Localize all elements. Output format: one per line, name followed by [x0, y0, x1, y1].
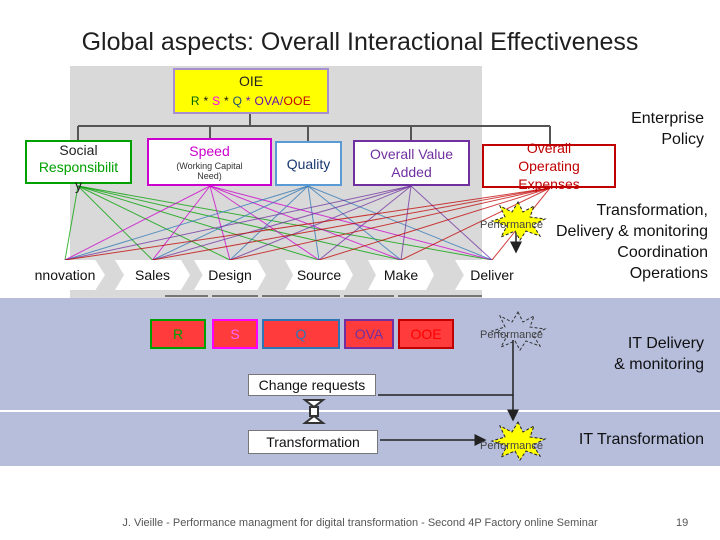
ooe-line-1: Overall — [526, 140, 572, 156]
factor-process-link — [77, 185, 153, 261]
speed-sub-1: (Working Capital — [176, 161, 243, 171]
factor-process-link — [209, 185, 402, 261]
enterprise-policy-line-1: Enterprise — [631, 110, 704, 127]
bidirectional-arrow — [302, 399, 326, 424]
ooe-line-2: Operating — [518, 158, 580, 174]
oie-formula-part: R — [190, 94, 200, 108]
factor-process-link — [229, 185, 309, 261]
process-step-source: Source — [285, 260, 353, 290]
quality-box: Quality — [275, 141, 342, 186]
performance-burst-icon-2 — [490, 420, 547, 461]
factor-process-link — [152, 185, 309, 261]
factor-process-link — [229, 187, 551, 261]
kpi-q: Q — [262, 319, 340, 349]
it-delivery-label: IT Delivery & monitoring — [560, 333, 704, 375]
factor-process-link — [64, 185, 412, 261]
enterprise-policy-line-2: Policy — [661, 131, 704, 148]
oie-box: OIE R * S * Q * OVA/OOE — [173, 68, 329, 114]
enterprise-policy-label: Enterprise Policy — [560, 108, 704, 150]
speed-box: Speed (Working Capital Need) — [147, 138, 272, 186]
transformation-line-4: Operations — [629, 265, 708, 282]
factor-process-link — [318, 187, 551, 261]
transformation-line-2: Delivery & monitoring — [555, 223, 708, 240]
factor-process-link — [64, 185, 79, 261]
performance-label-1: Performance — [480, 219, 543, 231]
factor-process-link — [307, 185, 493, 261]
transformation-line-1: Transformation, — [596, 202, 708, 219]
social-line-1: Social — [59, 142, 98, 158]
factor-process-link — [77, 185, 231, 261]
transformation-line-3: Coordination — [617, 244, 708, 261]
factor-process-link — [209, 185, 493, 261]
social-line-2: Responsibilit — [38, 159, 119, 175]
oie-formula-part: * OVA/ — [242, 94, 284, 108]
factor-process-link — [318, 185, 412, 261]
factor-process-link — [64, 185, 211, 261]
it-delivery-line-2: & monitoring — [614, 356, 704, 373]
ooe-line-3: Expenses — [518, 176, 580, 192]
performance-outline-icon — [490, 310, 547, 351]
speed-label: Speed — [189, 143, 230, 159]
process-step-sales: Sales — [115, 260, 190, 290]
ova-line-1: Overall Value — [369, 146, 453, 162]
process-step-deliver: Deliver — [455, 260, 529, 290]
oie-formula: R * S * Q * OVA/OOE — [191, 94, 311, 108]
speed-sub-2: Need) — [197, 171, 222, 181]
transformation-delivery-label: Transformation, Delivery & monitoring Co… — [520, 200, 708, 284]
social-responsibility-box: Social Responsibilit y — [25, 140, 132, 193]
performance-burst-icon — [490, 200, 547, 241]
oie-label: OIE — [238, 73, 264, 89]
factor-process-link — [77, 185, 320, 261]
factor-process-link — [64, 185, 309, 261]
ova-line-2: Added — [391, 164, 432, 180]
overall-operating-expenses-box: Overall Operating Expenses — [482, 140, 616, 192]
factor-process-link — [209, 185, 320, 261]
kpi-ova: OVA — [344, 319, 394, 349]
oie-formula-part: * — [220, 94, 233, 108]
kpi-r: R — [150, 319, 206, 349]
factor-process-link — [410, 185, 493, 261]
footer-text: J. Vieille - Performance managment for d… — [122, 517, 598, 529]
oie-formula-part: * — [199, 94, 213, 108]
factor-process-link — [77, 185, 493, 261]
factor-process-link — [209, 185, 231, 261]
transformation-box: Transformation — [248, 430, 378, 454]
oie-formula-part: S — [212, 94, 221, 108]
oie-formula-part: OOE — [283, 94, 312, 108]
oie-formula-part: Q — [232, 94, 243, 108]
process-step-design: Design — [194, 260, 266, 290]
performance-label-2: Performance — [480, 329, 543, 341]
it-delivery-line-1: IT Delivery — [627, 335, 704, 352]
process-step-nnovation: nnovation — [25, 260, 105, 290]
page-number: 19 — [676, 517, 689, 529]
overall-value-added-box: Overall Value Added — [353, 140, 470, 186]
change-requests-box: Change requests — [248, 374, 376, 396]
factor-process-link — [152, 187, 551, 261]
it-transformation-label: IT Transformation — [578, 431, 704, 448]
performance-label-3: Performance — [480, 440, 543, 452]
process-step-make: Make — [368, 260, 434, 290]
factor-process-link — [152, 185, 211, 261]
kpi-s: S — [212, 319, 258, 349]
factor-process-link — [400, 187, 551, 261]
factor-process-link — [400, 185, 412, 261]
kpi-ooe: OOE — [398, 319, 454, 349]
social-line-3: y — [75, 177, 82, 193]
factor-process-link — [229, 185, 412, 261]
slide-title: Global aspects: Overall Interactional Ef… — [81, 28, 639, 56]
factor-process-link — [152, 185, 412, 261]
factor-process-link — [64, 187, 551, 261]
